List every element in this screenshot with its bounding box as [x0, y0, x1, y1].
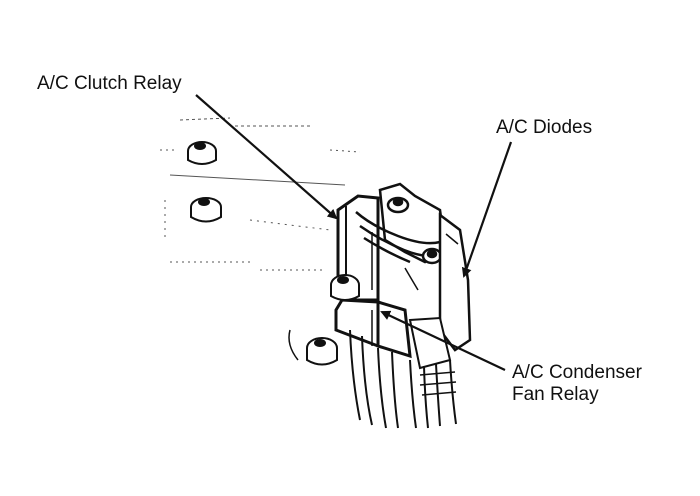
- clutch-relay-leader: [195, 94, 338, 220]
- relay-bolt: [330, 274, 360, 301]
- diodes-leader: [461, 141, 513, 278]
- clutch-relay-label: A/C Clutch Relay: [37, 73, 182, 94]
- diode-block: [438, 212, 472, 352]
- condenser-fan-relay-label-line2: Fan Relay: [512, 384, 599, 405]
- condenser-fan-relay-label-line1: A/C Condenser: [512, 362, 642, 383]
- diodes-label: A/C Diodes: [496, 117, 593, 138]
- wire-bundle: [349, 329, 457, 429]
- condenser-fan-relay-label: A/C Condenser Fan Relay: [512, 362, 642, 406]
- panel-bolt-lower: [190, 197, 222, 223]
- mounting-panel: [160, 117, 361, 271]
- diode-harness: [355, 182, 447, 291]
- panel-bolt-upper: [187, 141, 217, 165]
- mount-bolt-lower-left: [288, 329, 338, 366]
- condenser-fan-relay-leader: [380, 310, 506, 371]
